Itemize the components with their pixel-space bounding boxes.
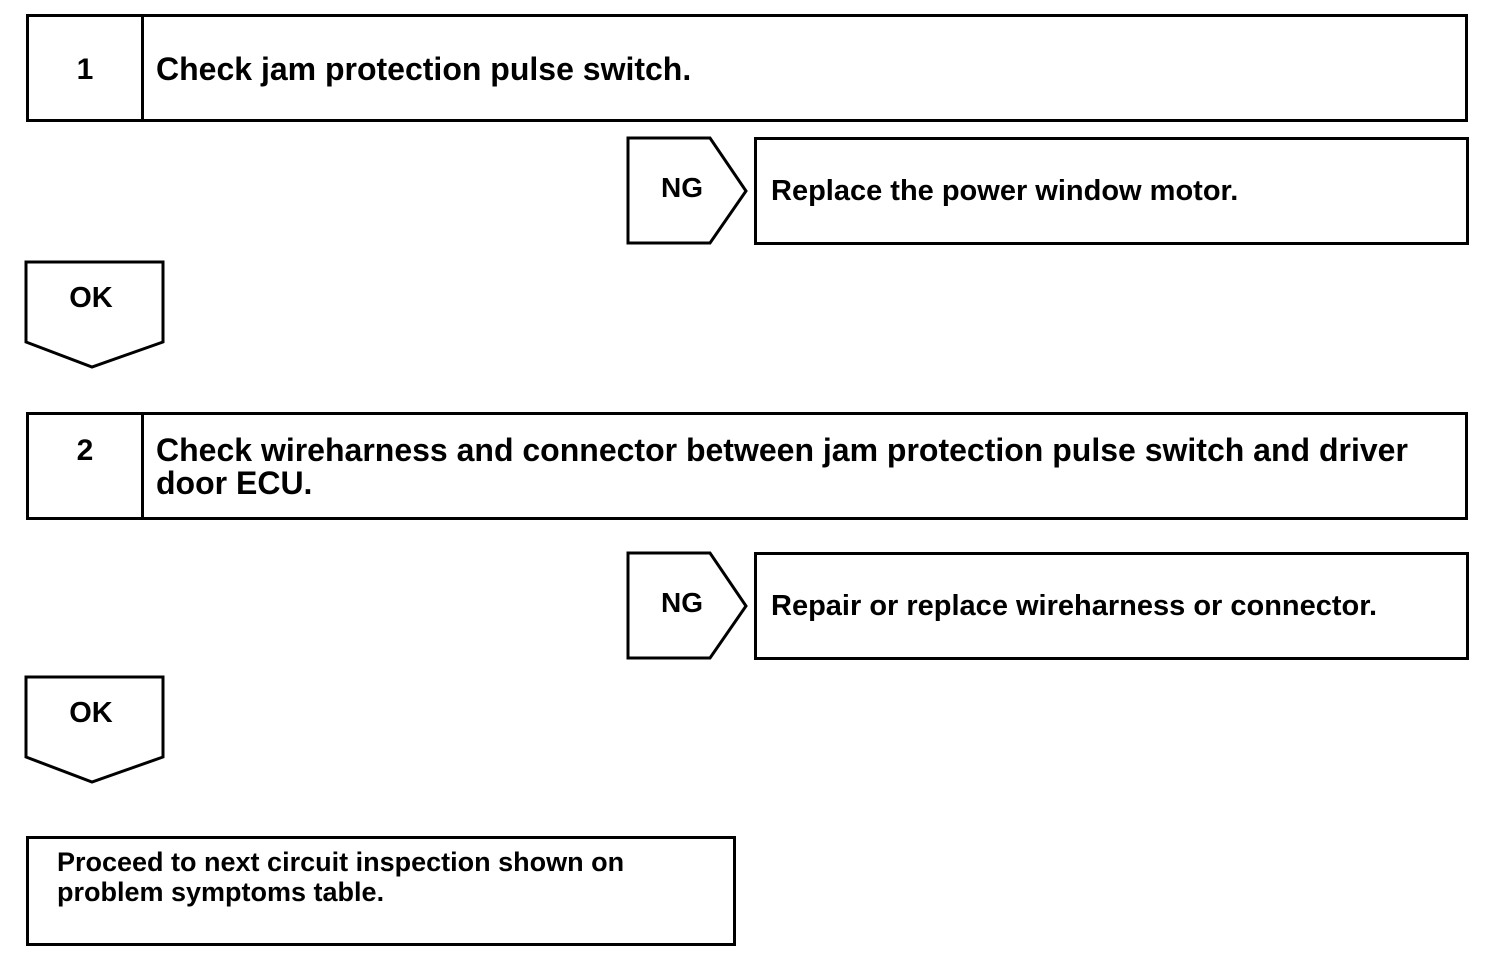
step-2-box: 2 Check wireharness and connector betwee…: [26, 412, 1468, 520]
step-1-number: 1: [29, 17, 144, 119]
step-2-text: Check wireharness and connector between …: [156, 432, 1408, 501]
ng-1-arrow-shape: [626, 136, 748, 245]
ng-2-arrow: NG: [626, 551, 750, 661]
ng-2-label: NG: [661, 587, 703, 618]
ok-2-arrow-shape: [24, 675, 165, 784]
ok-1-arrow: OK: [24, 260, 166, 370]
ng-1-action-text: Replace the power window motor.: [771, 174, 1239, 207]
ok-1-arrow-shape: [24, 260, 165, 369]
ng-1-arrow: NG: [626, 136, 750, 246]
ok-2-arrow: OK: [24, 675, 166, 785]
ok-2-label: OK: [69, 697, 113, 729]
ng-2-action-text: Repair or replace wireharness or connect…: [771, 589, 1378, 622]
step-1-text: Check jam protection pulse switch.: [156, 51, 692, 87]
final-step-box: Proceed to next circuit inspection shown…: [26, 836, 736, 946]
ng-1-label: NG: [661, 172, 703, 203]
step-1-box: 1 Check jam protection pulse switch.: [26, 14, 1468, 122]
ng-2-action-box: Repair or replace wireharness or connect…: [754, 552, 1469, 660]
ng-2-arrow-shape: [626, 551, 748, 660]
ok-1-label: OK: [69, 282, 113, 314]
step-2-number: 2: [29, 415, 144, 517]
ng-1-action-box: Replace the power window motor.: [754, 137, 1469, 245]
final-step-text: Proceed to next circuit inspection shown…: [57, 847, 625, 907]
